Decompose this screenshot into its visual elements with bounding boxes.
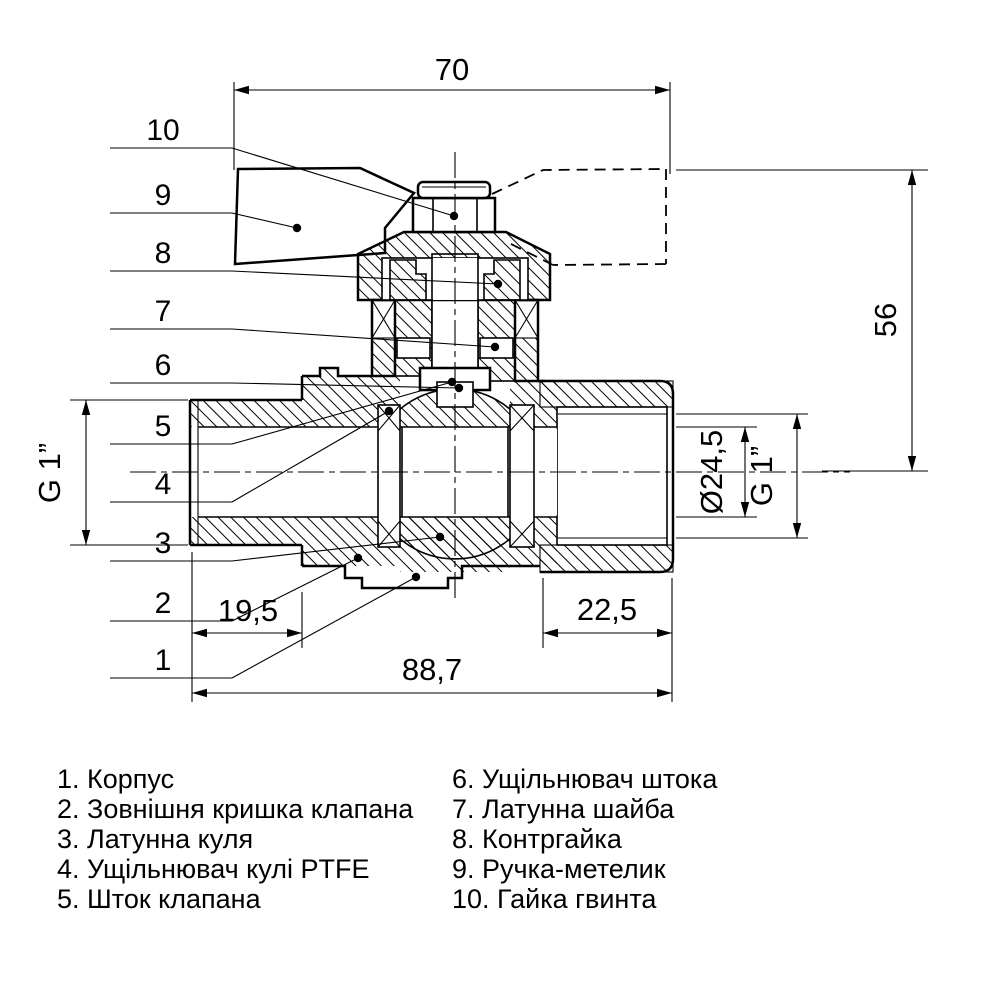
screw-nut bbox=[411, 180, 497, 234]
callout-10: 10 bbox=[146, 114, 179, 147]
callout-2: 2 bbox=[155, 587, 172, 620]
butterfly-handle-solid-wing bbox=[233, 166, 416, 266]
stem-housing bbox=[370, 298, 540, 383]
dimension-right-thread: G 1” bbox=[676, 413, 808, 539]
dimension-total-length: 88,7 bbox=[192, 652, 672, 698]
ball-seat-right bbox=[509, 404, 535, 548]
dim-label-195: 19,5 bbox=[218, 593, 278, 628]
parts-item-10: 10. Гайка гвинта bbox=[452, 884, 657, 914]
brass-washer-left bbox=[396, 337, 431, 359]
parts-item-2: 2. Зовнішня кришка клапана bbox=[57, 794, 414, 824]
callout-5: 5 bbox=[155, 410, 172, 443]
dimension-bore-diameter: Ø24,5 bbox=[676, 426, 757, 518]
parts-item-9: 9. Ручка-метелик bbox=[452, 854, 666, 884]
parts-item-8: 8. Контргайка bbox=[452, 824, 623, 854]
dimension-right-height: 56 bbox=[676, 169, 928, 472]
dimension-left-thread: G 1” bbox=[32, 399, 188, 546]
parts-list: 1. Корпус 2. Зовнішня кришка клапана 3. … bbox=[57, 764, 718, 914]
dimension-left-length: 19,5 bbox=[191, 552, 303, 702]
dim-label-225: 22,5 bbox=[577, 592, 637, 627]
dim-label-56: 56 bbox=[868, 303, 903, 337]
parts-item-5: 5. Шток клапана bbox=[57, 884, 262, 914]
dim-label-887: 88,7 bbox=[402, 652, 462, 687]
dimension-right-length: 22,5 bbox=[542, 578, 673, 702]
callout-leaders: 10 9 8 7 6 5 4 3 2 1 bbox=[110, 114, 503, 679]
parts-item-7: 7. Латунна шайба bbox=[452, 794, 675, 824]
right-port-female-thread bbox=[534, 379, 675, 574]
dim-label-g1-left: G 1” bbox=[32, 443, 67, 503]
parts-item-3: 3. Латунна куля bbox=[57, 824, 253, 854]
dim-label-g1-right: G 1” bbox=[744, 446, 779, 506]
callout-8: 8 bbox=[155, 237, 172, 270]
dim-label-70: 70 bbox=[435, 52, 469, 87]
callout-7: 7 bbox=[155, 295, 172, 328]
callout-1: 1 bbox=[155, 644, 172, 677]
parts-item-1: 1. Корпус bbox=[57, 764, 174, 794]
lock-nut-gland bbox=[483, 259, 521, 301]
dim-label-d245: Ø24,5 bbox=[694, 430, 729, 514]
callout-4: 4 bbox=[155, 468, 172, 501]
ball-seat-left bbox=[377, 404, 401, 548]
callout-9: 9 bbox=[155, 179, 172, 212]
callout-3: 3 bbox=[155, 527, 172, 560]
parts-item-4: 4. Ущільнювач кулі PTFE bbox=[57, 854, 369, 884]
callout-6: 6 bbox=[155, 349, 172, 382]
dimension-top-width: 70 bbox=[233, 52, 671, 174]
bonnet-flange bbox=[356, 230, 552, 302]
parts-item-6: 6. Ущільнювач штока bbox=[452, 764, 718, 794]
